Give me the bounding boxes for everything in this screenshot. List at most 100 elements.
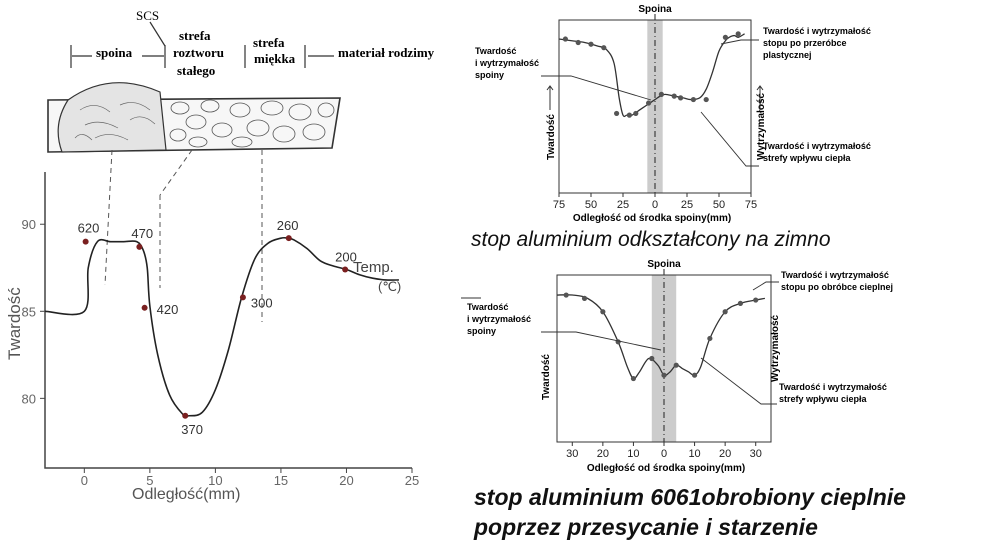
c2-point — [626, 112, 632, 118]
chart2-annotations: Twardość i wytrzymałość spoiny Twardość … — [475, 26, 871, 163]
chart3-annot-haz-1: Twardość i wytrzymałość — [779, 382, 887, 392]
zone-label-strefa-roztworu-1: strefa — [179, 28, 211, 43]
c3-xtick-label: 20 — [597, 448, 609, 460]
chart2-ylabel: Twardość — [546, 114, 557, 160]
chart1-ytick-label: 90 — [22, 217, 36, 232]
c2-point — [588, 41, 594, 47]
c3-point — [630, 375, 637, 382]
chart2-caption: stop aluminium odkształcony na zimno — [471, 228, 831, 251]
chart1-point — [285, 235, 292, 242]
chart3-ticks: 30 20 10 0 10 20 30 — [566, 442, 762, 460]
c3-xtick-label: 10 — [627, 448, 639, 460]
chart2-data-points — [562, 31, 741, 118]
c3-xtick-label: 20 — [719, 448, 731, 460]
c2-point — [614, 110, 620, 117]
c2-point — [601, 45, 607, 51]
c2-point — [575, 39, 581, 46]
c3-point — [673, 362, 679, 368]
chart3-caption-line-2: poprzez przesycanie i starzenie — [474, 514, 818, 540]
chart3-leader-lines — [461, 281, 779, 405]
chart2-xlabel: Odległość od środka spoiny(mm) — [573, 213, 731, 224]
c2-point — [735, 31, 741, 37]
chart1-xtick-label: 0 — [81, 473, 88, 488]
c3-point — [707, 335, 713, 342]
zone-label-material: materiał rodzimy — [338, 45, 435, 60]
zone-label-strefa-miekka-2: miękka — [254, 51, 296, 66]
zone-label-strefa-miekka-1: strefa — [253, 35, 285, 50]
chart1-point — [239, 294, 246, 301]
chart1-ylabel: Twardość — [5, 287, 24, 360]
c3-xtick-label: 0 — [661, 448, 667, 460]
chart2-ylabel-right: Wytrzymałość — [756, 92, 767, 160]
chart3-caption-line-1: stop aluminium 6061obrobiony cieplnie — [474, 484, 906, 510]
c2-xtick-label: 75 — [745, 199, 757, 211]
chart1-xtick-label: 5 — [146, 473, 153, 488]
chart3-annot-weld-1: Twardość — [467, 302, 508, 312]
chart2-annot-base-1: Twardość i wytrzymałość — [763, 26, 871, 36]
chart2-annot-base-3: plastycznej — [763, 50, 812, 60]
chart1-temp-label: Temp. — [353, 259, 394, 276]
c2-xtick-label: 75 — [553, 199, 565, 211]
chart1-point-label: 420 — [157, 302, 179, 317]
weld-cross-section — [47, 82, 341, 153]
c2-xtick-label: 50 — [713, 199, 725, 211]
c3-point — [737, 300, 744, 306]
chart1-xtick-label: 10 — [208, 473, 222, 488]
chart1-ytick-label: 85 — [22, 304, 36, 319]
chart3-ylabel-right: Wytrzymałość — [770, 314, 781, 382]
chart1-point-label: 200 — [335, 250, 357, 265]
c2-point — [722, 34, 728, 40]
chart3-annot-base-1: Twardość i wytrzymałość — [781, 270, 889, 280]
chart2-curve — [558, 33, 745, 118]
chart1-point-label: 620 — [78, 221, 100, 236]
c3-point — [661, 372, 667, 378]
chart2-annot-weld-2: i wytrzymałość — [475, 58, 539, 68]
c2-xtick-label: 25 — [617, 199, 629, 211]
chart1-xtick-label: 25 — [405, 473, 419, 488]
chart1-point — [82, 238, 89, 245]
c2-point — [690, 96, 696, 103]
chart1-point — [342, 266, 349, 273]
weld-hardness-figure: spoina SCS strefa roztworu stałego stref… — [5, 8, 435, 503]
c2-point — [562, 36, 568, 42]
chart2-band-label: Spoina — [638, 4, 672, 15]
zone-label-strefa-roztworu-2: roztworu — [173, 45, 224, 60]
c3-xtick-label: 30 — [750, 448, 762, 460]
chart1-xlabel: Odległość(mm) — [132, 486, 240, 503]
chart1-ytick-label: 80 — [22, 391, 36, 406]
c3-point — [600, 309, 606, 315]
c3-xtick-label: 30 — [566, 448, 578, 460]
c2-point — [703, 96, 709, 103]
chart2-leader-lines — [541, 39, 759, 167]
zone-label-scs: SCS — [136, 8, 159, 23]
c2-xtick-label: 25 — [681, 199, 693, 211]
chart3-annot-weld-3: spoiny — [467, 326, 496, 336]
chart3-annot-haz-2: strefy wpływu ciepła — [779, 394, 868, 404]
chart1-point-label: 260 — [277, 218, 299, 233]
chart3-annot-weld-2: i wytrzymałość — [467, 314, 531, 324]
chart3-curve — [556, 294, 766, 380]
c2-xtick-label: 50 — [585, 199, 597, 211]
zone-boundaries — [70, 21, 334, 68]
chart1-point-label: 470 — [131, 226, 153, 241]
c2-point — [671, 93, 677, 99]
c3-xtick-label: 10 — [688, 448, 700, 460]
c2-point — [646, 100, 652, 106]
c3-point — [581, 295, 588, 301]
chart1-point-label: 300 — [251, 295, 273, 310]
chart3-ylabel: Twardość — [541, 354, 552, 400]
c3-point — [722, 309, 728, 315]
c3-point — [615, 339, 621, 345]
chart1-xtick-label: 20 — [339, 473, 353, 488]
chart3-caption: stop aluminium 6061obrobiony cieplnie po… — [474, 482, 906, 542]
chart1-point — [136, 243, 143, 250]
chart3-data-points — [563, 292, 759, 382]
chart3-xlabel: Odległość od środka spoiny(mm) — [587, 463, 745, 474]
c3-point — [753, 297, 759, 303]
chart1-point — [141, 304, 148, 311]
chart3-annotations: Twardość i wytrzymałość spoiny Twardość … — [467, 270, 893, 404]
